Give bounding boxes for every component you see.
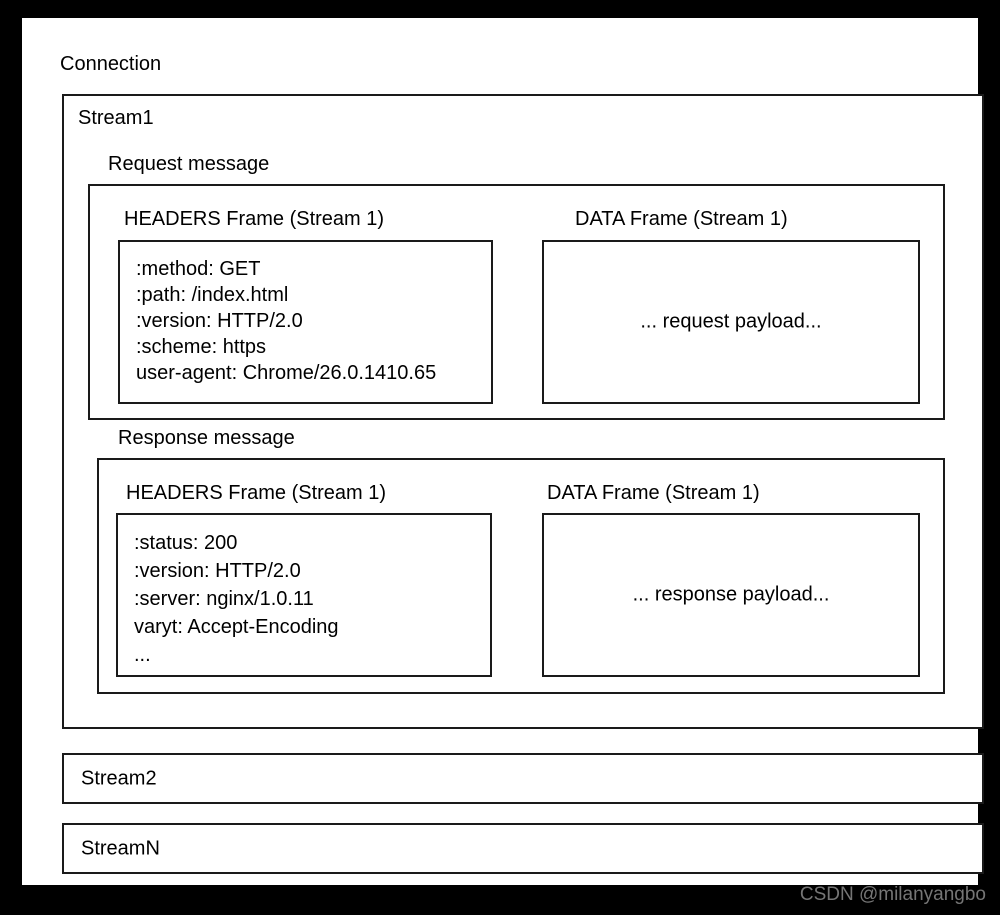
response-headers-frame-title: HEADERS Frame (Stream 1) (126, 482, 387, 504)
header-field: :path: /index.html (136, 284, 289, 306)
request-data-frame-title: DATA Frame (Stream 1) (575, 208, 788, 230)
header-field: :status: 200 (134, 532, 238, 554)
request-headers-frame-box: :method: GET :path: /index.html :version… (118, 240, 493, 404)
header-field: :version: HTTP/2.0 (134, 560, 301, 582)
header-field: varyt: Accept-Encoding (134, 616, 339, 638)
connection-label: Connection (60, 53, 162, 75)
request-header-field-list: :method: GET :path: /index.html :version… (136, 256, 483, 386)
diagram-canvas: Connection Stream1 Request message HEADE… (22, 18, 984, 885)
stream2-box: Stream2 (62, 753, 984, 804)
stream1-label: Stream1 (78, 107, 154, 129)
header-field: user-agent: Chrome/26.0.1410.65 (136, 362, 437, 384)
request-headers-frame-title: HEADERS Frame (Stream 1) (124, 208, 385, 230)
response-data-frame-title: DATA Frame (Stream 1) (547, 482, 760, 504)
response-header-field-list: :status: 200 :version: HTTP/2.0 :server:… (134, 529, 482, 669)
watermark-text: CSDN @milanyangbo (799, 884, 986, 905)
response-message-label: Response message (118, 427, 295, 449)
header-field: :version: HTTP/2.0 (136, 310, 303, 332)
request-data-frame-box: ... request payload... (542, 240, 920, 404)
response-payload-text: ... response payload... (632, 583, 830, 606)
stream2-label: Stream2 (81, 767, 157, 789)
response-data-frame-box: ... response payload... (542, 513, 920, 677)
header-field: ... (134, 644, 151, 666)
request-message-label: Request message (108, 153, 270, 175)
header-field: :scheme: https (136, 336, 267, 358)
streamN-box: StreamN (62, 823, 984, 874)
request-payload-text: ... request payload... (640, 310, 822, 333)
header-field: :method: GET (136, 258, 261, 280)
response-headers-frame-box: :status: 200 :version: HTTP/2.0 :server:… (116, 513, 492, 677)
streamN-label: StreamN (81, 837, 160, 859)
header-field: :server: nginx/1.0.11 (134, 588, 314, 610)
